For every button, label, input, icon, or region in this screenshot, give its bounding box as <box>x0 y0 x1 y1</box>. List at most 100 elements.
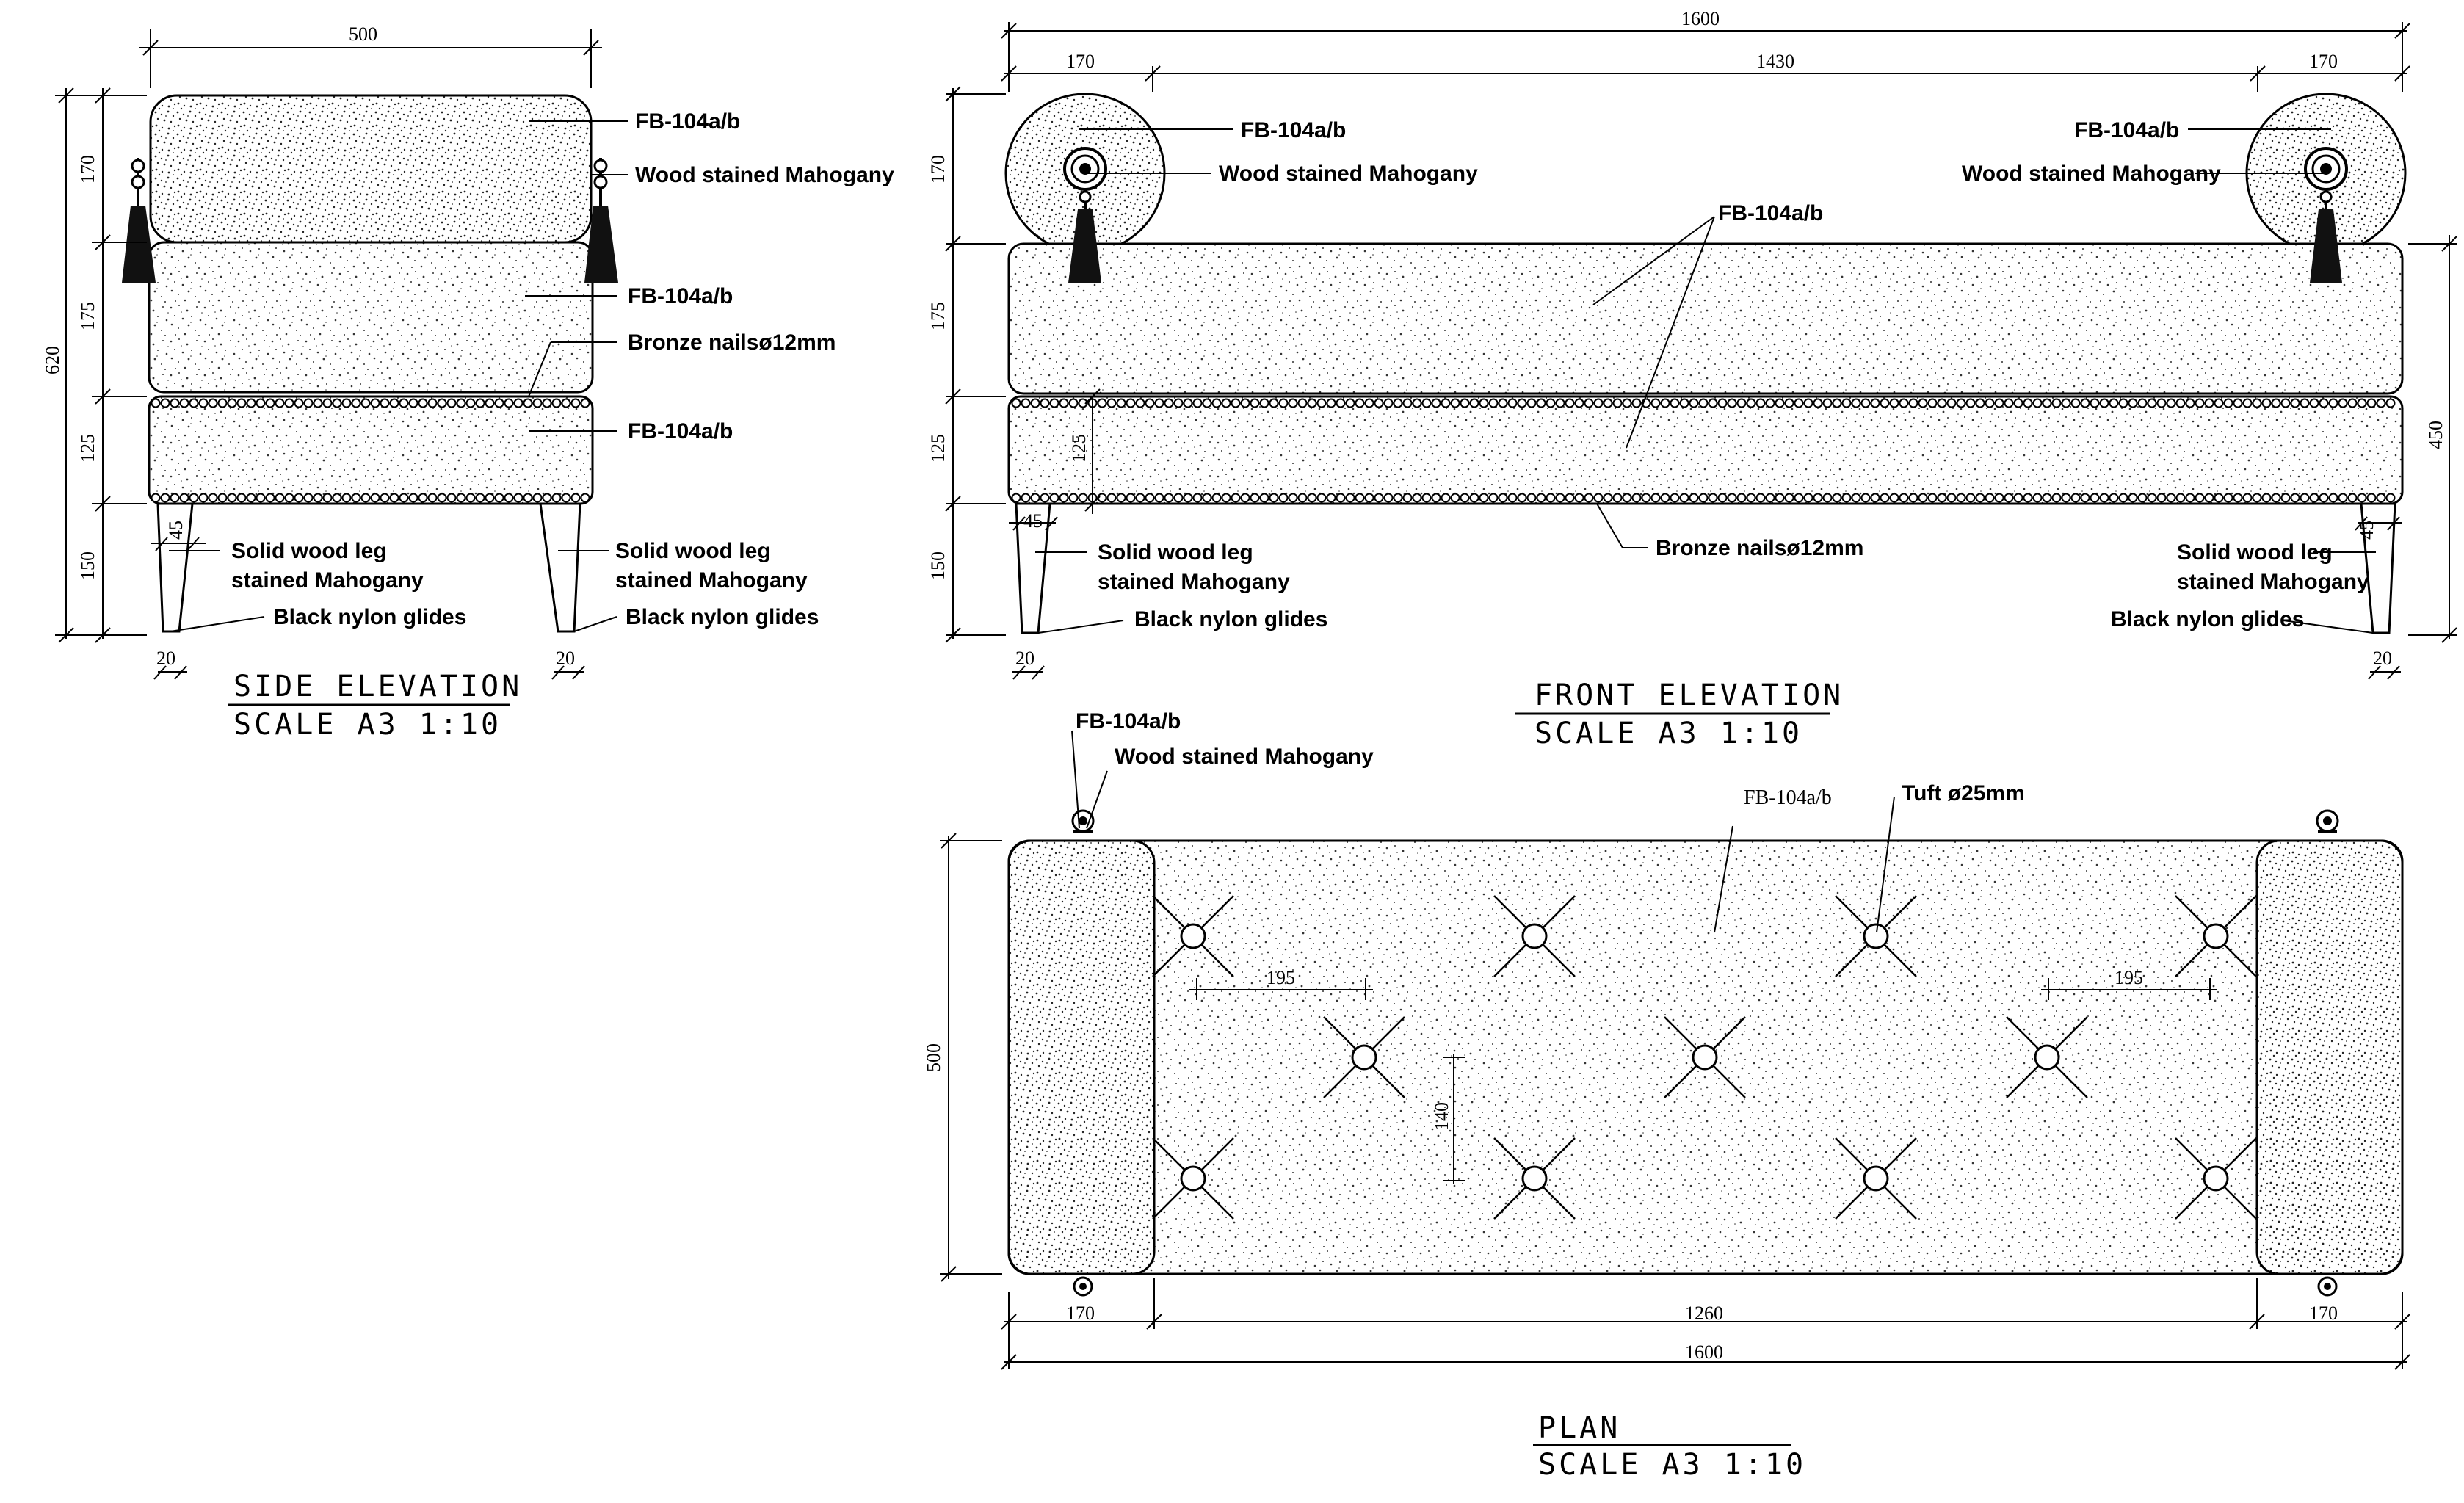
nail-icon <box>1412 493 1422 503</box>
nail-icon <box>2309 398 2319 408</box>
nail-icon <box>1631 398 1642 408</box>
nail-icon <box>189 398 199 408</box>
nail-icon <box>1593 398 1604 408</box>
tuft-button-icon <box>1664 1016 1746 1098</box>
nail-icon <box>1326 398 1336 408</box>
nail-icon <box>303 493 314 503</box>
nail-icon <box>2233 493 2243 503</box>
nail-icon <box>1555 493 1565 503</box>
nail-icon <box>208 398 218 408</box>
nail-icon <box>1479 493 1489 503</box>
nail-icon <box>1297 493 1308 503</box>
nail-icon <box>227 493 237 503</box>
nail-icon <box>1889 493 1899 503</box>
nail-icon <box>2271 398 2281 408</box>
tuft-button-icon <box>1493 895 1576 977</box>
nail-icon <box>2214 493 2224 503</box>
nail-icon <box>360 398 371 408</box>
nail-icon <box>1106 493 1117 503</box>
nail-icon <box>1173 493 1184 503</box>
nail-icon <box>1641 493 1651 503</box>
nail-icon <box>1526 398 1537 408</box>
nail-icon <box>1698 398 1709 408</box>
tuft-button-icon <box>1152 1137 1234 1220</box>
nail-icon <box>475 493 485 503</box>
nail-icon <box>1975 493 1985 503</box>
nail-icon <box>1431 398 1441 408</box>
nail-icon <box>456 493 466 503</box>
nail-icon <box>2137 493 2148 503</box>
dim-total-height: 620 <box>42 346 63 374</box>
label-tuft: Tuft ø25mm <box>1902 781 2025 805</box>
nail-icon <box>2261 398 2272 408</box>
nail-icon <box>2023 398 2033 408</box>
nail-icon <box>2070 493 2081 503</box>
nail-icon <box>2195 493 2205 503</box>
nail-icon <box>1765 493 1775 503</box>
dim-base: 125 <box>77 434 98 463</box>
nail-icon <box>1555 398 1565 408</box>
nail-icon <box>1765 398 1775 408</box>
nail-icon <box>1803 398 1813 408</box>
nail-icon <box>2166 493 2176 503</box>
nail-icon <box>1899 398 1909 408</box>
nail-icon <box>1631 493 1642 503</box>
nail-icon <box>294 493 304 503</box>
nail-icon <box>170 493 180 503</box>
nail-icon <box>446 493 457 503</box>
dim-bolster: 170 <box>927 155 949 184</box>
label-leg-finish: stained Mahogany <box>231 568 424 593</box>
nail-icon <box>1488 398 1499 408</box>
nail-icon <box>542 493 552 503</box>
nail-icon <box>570 493 581 503</box>
nail-icon <box>341 398 352 408</box>
nail-icon <box>1727 493 1737 503</box>
tuft-button-icon <box>2175 895 2257 977</box>
nail-icon <box>1985 493 1995 503</box>
nail-icon <box>2366 398 2377 408</box>
nail-icon <box>341 493 352 503</box>
nail-icon <box>1068 398 1079 408</box>
nail-icon <box>2233 398 2243 408</box>
nail-icon <box>1946 493 1957 503</box>
nail-icon <box>217 398 228 408</box>
nail-icon <box>1832 398 1842 408</box>
nail-icon <box>2252 493 2262 503</box>
nail-icon <box>523 398 533 408</box>
nail-icon <box>1336 398 1346 408</box>
nail-icon <box>1803 493 1813 503</box>
nail-icon <box>1708 493 1718 503</box>
nail-icon <box>1956 493 1966 503</box>
nail-icon <box>437 493 447 503</box>
nail-icon <box>1813 398 1823 408</box>
nail-icon <box>1393 398 1403 408</box>
nail-icon <box>1593 493 1604 503</box>
nail-row <box>1011 493 2396 503</box>
nail-icon <box>1565 493 1575 503</box>
plan-view: 500 170 1260 170 1600 195 195 140 <box>923 709 2410 1482</box>
nail-icon <box>2109 493 2119 503</box>
nail-icon <box>1316 493 1327 503</box>
nail-icon <box>561 493 571 503</box>
nail-icon <box>2185 493 2195 503</box>
nail-icon <box>1975 398 1985 408</box>
label-leg-finish: stained Mahogany <box>2177 570 2369 594</box>
front-base <box>1007 395 2404 505</box>
tassel-icon <box>2310 189 2342 283</box>
nail-icon <box>2013 398 2023 408</box>
nail-icon <box>1221 493 1231 503</box>
nail-icon <box>513 493 523 503</box>
nail-icon <box>275 398 285 408</box>
nail-icon <box>1860 493 1871 503</box>
nail-icon <box>485 398 495 408</box>
nail-icon <box>1584 493 1594 503</box>
nail-icon <box>1851 493 1861 503</box>
nail-icon <box>1755 493 1766 503</box>
nail-icon <box>1727 398 1737 408</box>
nail-icon <box>227 398 237 408</box>
nail-icon <box>2347 398 2358 408</box>
nail-icon <box>1908 398 1918 408</box>
nail-icon <box>198 398 209 408</box>
dim-leg-top-right: 45 <box>2356 521 2377 540</box>
nail-icon <box>561 398 571 408</box>
